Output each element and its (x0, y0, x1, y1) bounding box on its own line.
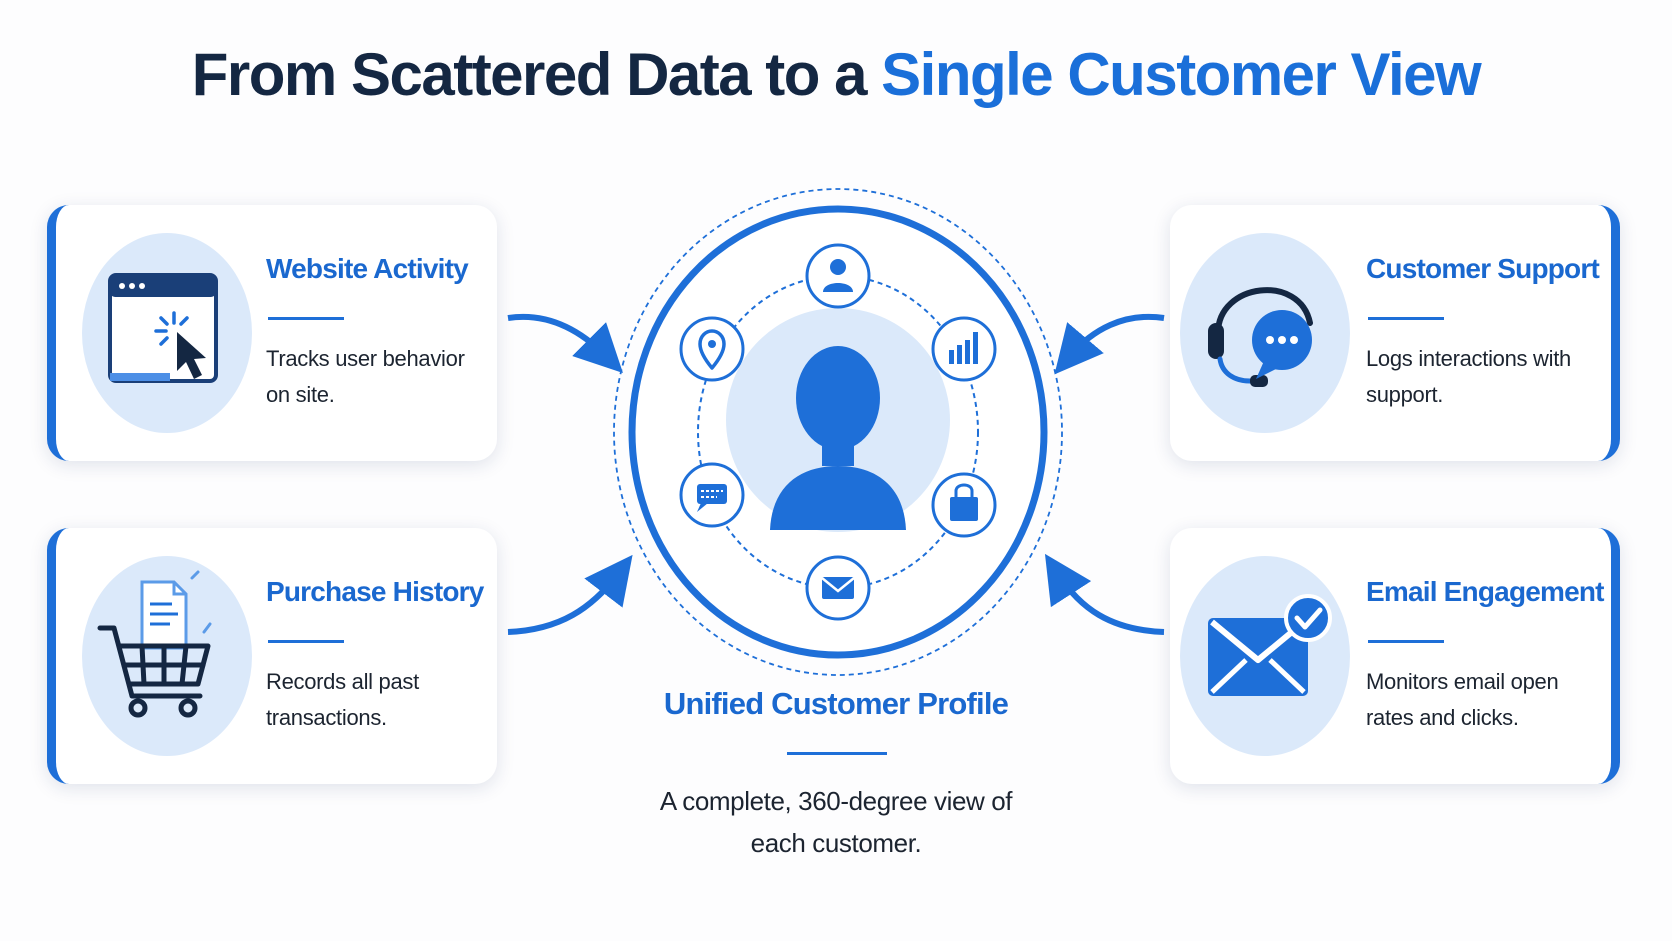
unified-profile-title: Unified Customer Profile (663, 686, 1009, 721)
unified-profile-description: A complete, 360-degree view of each cust… (659, 786, 1013, 858)
customer-support-title: Customer Support (1366, 253, 1600, 284)
headset-chat-icon (1208, 287, 1313, 387)
support-icon-circle (1180, 233, 1350, 433)
website-icon-circle (82, 233, 252, 433)
purchase-history-description: Records all past transactions. (266, 669, 419, 730)
envelope-icon (805, 555, 871, 621)
purchase-icon-circle (82, 556, 252, 756)
person-silhouette-icon (770, 346, 906, 530)
purchase-history-divider (268, 640, 344, 643)
chat-icon (679, 462, 745, 528)
chart-icon (931, 316, 997, 382)
purchase-history-title: Purchase History (266, 576, 484, 607)
title-prefix: From Scattered Data to a (191, 41, 882, 108)
location-pin-icon (679, 316, 745, 382)
email-icon-circle (1180, 556, 1350, 756)
title-highlight: Single Customer View (881, 41, 1482, 108)
website-activity-divider (268, 317, 344, 320)
email-engagement-divider (1368, 640, 1444, 643)
arrow-support-to-profile (1054, 313, 1165, 375)
purchase-history-card: Purchase History Records all past transa… (47, 528, 497, 784)
user-icon (805, 243, 871, 309)
shopping-bag-icon (931, 472, 997, 538)
email-engagement-card: Email Engagement Monitors email open rat… (1170, 528, 1620, 784)
website-activity-description: Tracks user behavior on site. (266, 346, 465, 407)
unified-profile-divider (787, 752, 887, 755)
browser-cursor-icon (108, 273, 218, 383)
envelope-check-icon (1208, 594, 1332, 696)
arrow-email-to-profile (1044, 553, 1165, 635)
shopping-cart-icon (97, 570, 212, 718)
page-title: From Scattered Data to a Single Customer… (0, 40, 1672, 109)
website-activity-title: Website Activity (266, 253, 469, 284)
customer-support-divider (1368, 317, 1444, 320)
arrow-website-to-profile (507, 313, 623, 373)
email-engagement-description: Monitors email open rates and clicks. (1366, 669, 1559, 730)
email-engagement-title: Email Engagement (1366, 576, 1605, 607)
website-activity-card: Website Activity Tracks user behavior on… (47, 205, 497, 461)
outer-dashed-ring (613, 188, 1063, 676)
customer-support-card: Customer Support Logs interactions with … (1170, 205, 1620, 461)
arrow-purchase-to-profile (507, 554, 633, 635)
customer-support-description: Logs interactions with support. (1366, 346, 1571, 407)
